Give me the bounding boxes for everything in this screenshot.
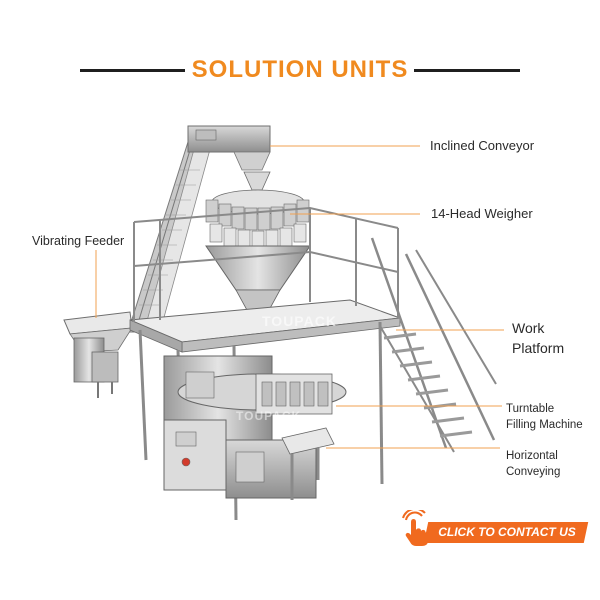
leader-lines xyxy=(95,145,504,449)
vibrating-feeder xyxy=(63,311,133,398)
pointing-hand-icon xyxy=(402,510,430,546)
watermark-text: TOUPACK xyxy=(262,313,337,329)
label-horizontal-line2: Conveying xyxy=(506,466,561,478)
label-work-platform-line2: Platform xyxy=(512,340,565,356)
multihead-weigher xyxy=(205,171,311,313)
contact-us-button[interactable]: CLICK TO CONTACT US xyxy=(400,510,590,548)
title-row: SOLUTION UNITS xyxy=(0,52,600,88)
label-horizontal-line1: Horizontal xyxy=(506,450,558,462)
title-divider-left xyxy=(80,69,185,72)
contact-us-button-label: CLICK TO CONTACT US xyxy=(438,525,576,539)
label-14-head-weigher: 14-Head Weigher xyxy=(431,206,533,221)
page-title: SOLUTION UNITS xyxy=(191,56,409,83)
access-stairs xyxy=(370,237,497,453)
label-turntable-line1: Turntable xyxy=(506,403,555,415)
watermark-text-lower: TOUPACK xyxy=(236,409,301,423)
label-turntable-filling-machine: Turntable Filling Machine xyxy=(506,401,583,433)
label-work-platform: Work Platform xyxy=(512,318,564,358)
title-divider-right xyxy=(414,69,520,72)
label-horizontal-conveying: Horizontal Conveying xyxy=(506,448,560,480)
label-turntable-line2: Filling Machine xyxy=(506,419,583,431)
horizontal-conveyor xyxy=(281,427,335,500)
turntable-filling-machine xyxy=(163,355,347,499)
label-inclined-conveyor: Inclined Conveyor xyxy=(430,138,535,153)
label-work-platform-line1: Work xyxy=(512,320,545,336)
label-vibrating-feeder: Vibrating Feeder xyxy=(32,234,125,248)
